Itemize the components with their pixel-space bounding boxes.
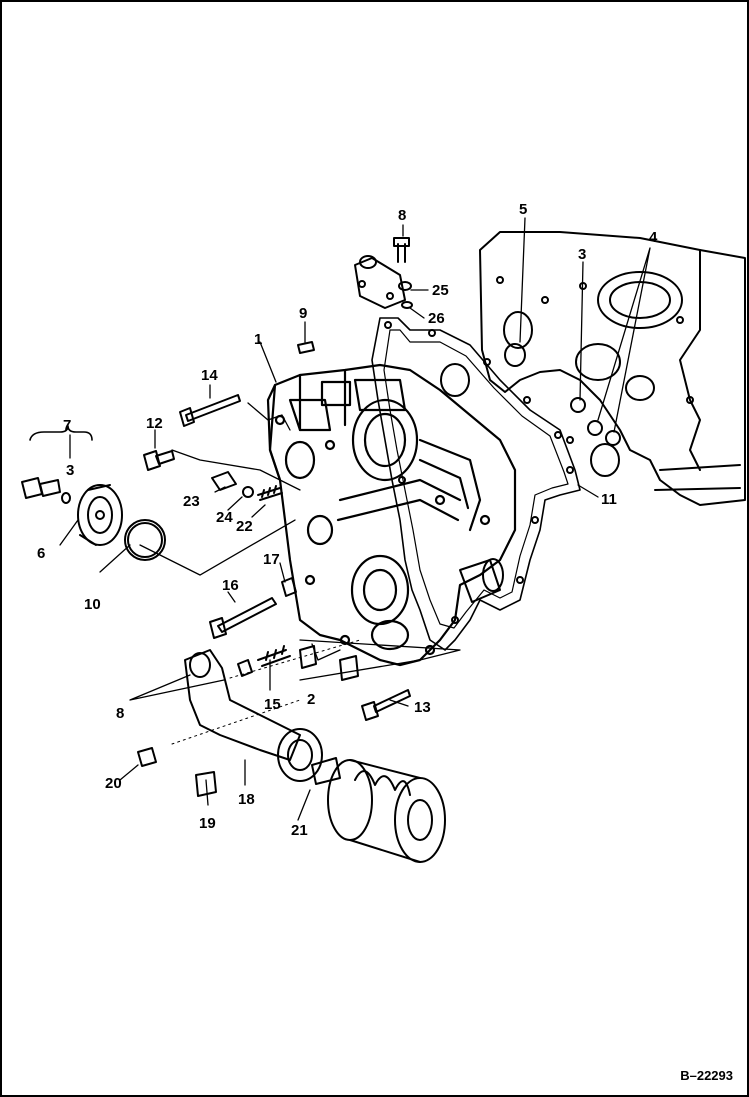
callout-7: 7: [63, 417, 72, 434]
callout-22: 22: [236, 518, 253, 535]
callout-3-left: 3: [66, 462, 75, 479]
plug-20: [137, 747, 157, 767]
axis-lines: [171, 639, 361, 745]
oil-filter: [327, 759, 446, 863]
fitting-21: [311, 757, 341, 785]
plug-19: [195, 771, 217, 797]
callout-14: 14: [201, 367, 218, 384]
callout-8-top: 8: [398, 207, 407, 224]
nut-17: [281, 577, 297, 597]
plug-assembly-left: [21, 477, 71, 504]
callout-12: 12: [146, 415, 163, 432]
callout-16: 16: [222, 577, 239, 594]
bolt-14: [179, 394, 241, 427]
callout-10: 10: [84, 596, 101, 613]
callout-13: 13: [414, 699, 431, 716]
seal-rings: [504, 343, 621, 446]
o-ring: [124, 519, 166, 561]
pin-9: [297, 341, 315, 354]
callout-6: 6: [37, 545, 46, 562]
gasket: [371, 317, 581, 651]
callout-2: 2: [307, 691, 316, 708]
callout-11: 11: [601, 491, 617, 508]
spring-15: [237, 645, 291, 677]
callout-3-right: 3: [578, 246, 587, 263]
outlet-fitting: [459, 558, 504, 603]
callout-23: 23: [183, 493, 200, 510]
relief-valve-parts: [211, 471, 283, 501]
water-flange: [354, 237, 413, 309]
callout-18: 18: [238, 791, 255, 808]
leader-lines: [59, 217, 651, 821]
callout-17: 17: [263, 551, 280, 568]
pump-cover: [77, 484, 123, 546]
callout-24: 24: [216, 509, 233, 526]
callout-9: 9: [299, 305, 308, 322]
callout-21: 21: [291, 822, 308, 839]
group-bracket: [29, 425, 93, 441]
callout-19: 19: [199, 815, 216, 832]
callout-1: 1: [254, 331, 263, 348]
filter-bracket: [184, 649, 323, 782]
callout-26: 26: [428, 310, 445, 327]
bolt-16: [209, 597, 277, 639]
callout-4: 4: [649, 229, 658, 246]
plugs-2: [299, 645, 359, 681]
callout-20: 20: [105, 775, 122, 792]
callout-15: 15: [264, 696, 281, 713]
callout-5: 5: [519, 201, 528, 218]
bolt-12: [143, 450, 175, 471]
figure-id: B–22293: [680, 1068, 733, 1083]
gear-case: [266, 363, 517, 667]
callout-25: 25: [432, 282, 449, 299]
engine-block: [479, 231, 746, 506]
callout-8-left: 8: [116, 705, 125, 722]
bolt-13: [361, 689, 411, 721]
